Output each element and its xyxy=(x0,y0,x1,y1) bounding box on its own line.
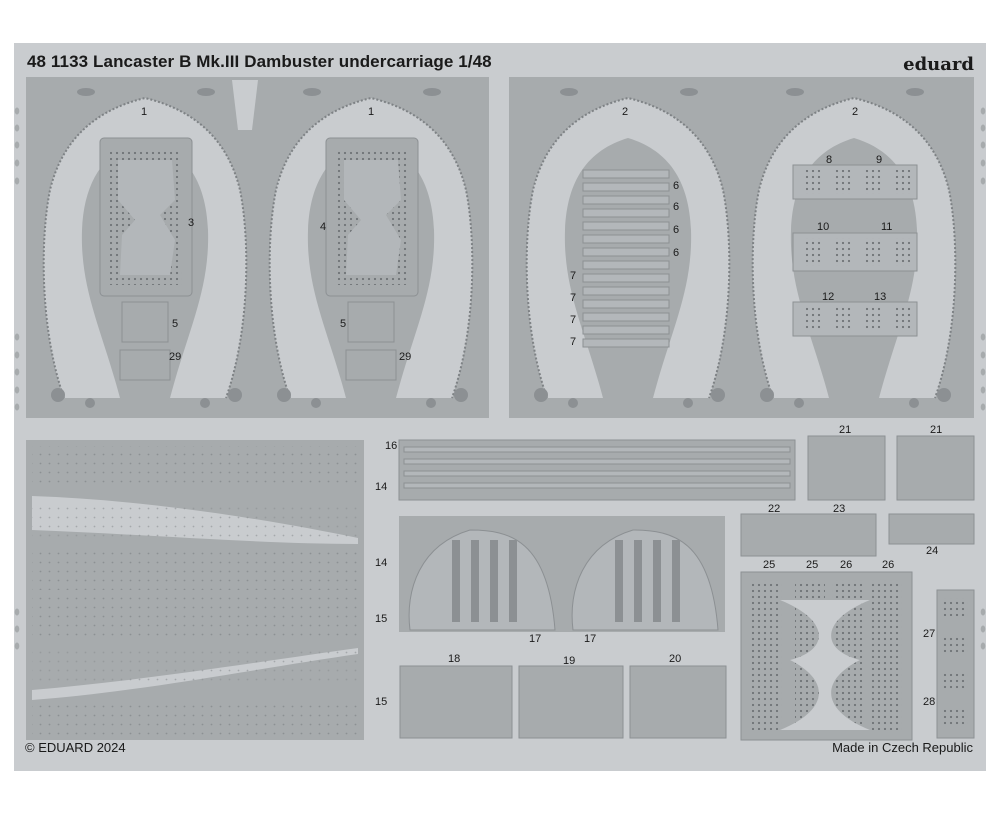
part-label-26b: 26 xyxy=(882,559,894,571)
part-label-18: 18 xyxy=(448,653,460,665)
strips-16 xyxy=(398,439,796,501)
strips-18-20 xyxy=(399,665,727,739)
part-label-25b: 25 xyxy=(806,559,818,571)
sprue-drops xyxy=(14,107,986,650)
part-label-20: 20 xyxy=(669,653,681,665)
doors-17 xyxy=(399,516,725,632)
part-label-7b: 7 xyxy=(570,292,576,304)
part-label-2a: 2 xyxy=(622,106,628,118)
part-label-5b: 5 xyxy=(340,318,346,330)
part-label-22: 22 xyxy=(768,503,780,515)
part-label-16: 16 xyxy=(385,440,397,452)
part-label-15b: 15 xyxy=(375,696,387,708)
part-label-14a: 14 xyxy=(375,481,387,493)
part-label-14b: 14 xyxy=(375,557,387,569)
part-label-27: 27 xyxy=(923,628,935,640)
part-label-3: 3 xyxy=(188,217,194,229)
part-label-21b: 21 xyxy=(930,424,942,436)
part-label-5a: 5 xyxy=(172,318,178,330)
part-label-24: 24 xyxy=(926,545,938,557)
bulkhead-group-left xyxy=(26,77,489,418)
part-label-7d: 7 xyxy=(570,336,576,348)
part-label-11: 11 xyxy=(881,221,892,233)
part-label-9: 9 xyxy=(876,154,882,166)
part-label-17a: 17 xyxy=(529,633,541,645)
part-label-8: 8 xyxy=(826,154,832,166)
part-label-4: 4 xyxy=(320,221,326,233)
part-label-17b: 17 xyxy=(584,633,596,645)
part-label-6d: 6 xyxy=(673,247,679,259)
part-label-29b: 29 xyxy=(399,351,411,363)
part-label-15a: 15 xyxy=(375,613,387,625)
part-label-29a: 29 xyxy=(169,351,181,363)
part-label-10: 10 xyxy=(817,221,829,233)
part-label-6c: 6 xyxy=(673,224,679,236)
part-label-13: 13 xyxy=(874,291,886,303)
part-label-2b: 2 xyxy=(852,106,858,118)
part-label-26a: 26 xyxy=(840,559,852,571)
part-label-23: 23 xyxy=(833,503,845,515)
origin-text: Made in Czech Republic xyxy=(832,740,973,755)
part-label-6a: 6 xyxy=(673,180,679,192)
part-label-25a: 25 xyxy=(763,559,775,571)
sheet-title: 48 1133 Lancaster B Mk.III Dambuster und… xyxy=(27,52,492,71)
brand-logo: eduard xyxy=(903,54,974,75)
bulkhead-group-right xyxy=(509,77,974,418)
copyright-text: © EDUARD 2024 xyxy=(25,740,126,755)
part-label-7a: 7 xyxy=(570,270,576,282)
part-label-6b: 6 xyxy=(673,201,679,213)
part-label-1b: 1 xyxy=(368,106,374,118)
part-label-12: 12 xyxy=(822,291,834,303)
part-label-21a: 21 xyxy=(839,424,851,436)
gear-bay-cutout xyxy=(780,600,870,730)
part-label-28: 28 xyxy=(923,696,935,708)
part-label-19: 19 xyxy=(563,655,575,667)
part-label-7c: 7 xyxy=(570,314,576,326)
skin-panels xyxy=(26,440,364,740)
part-label-1a: 1 xyxy=(141,106,147,118)
